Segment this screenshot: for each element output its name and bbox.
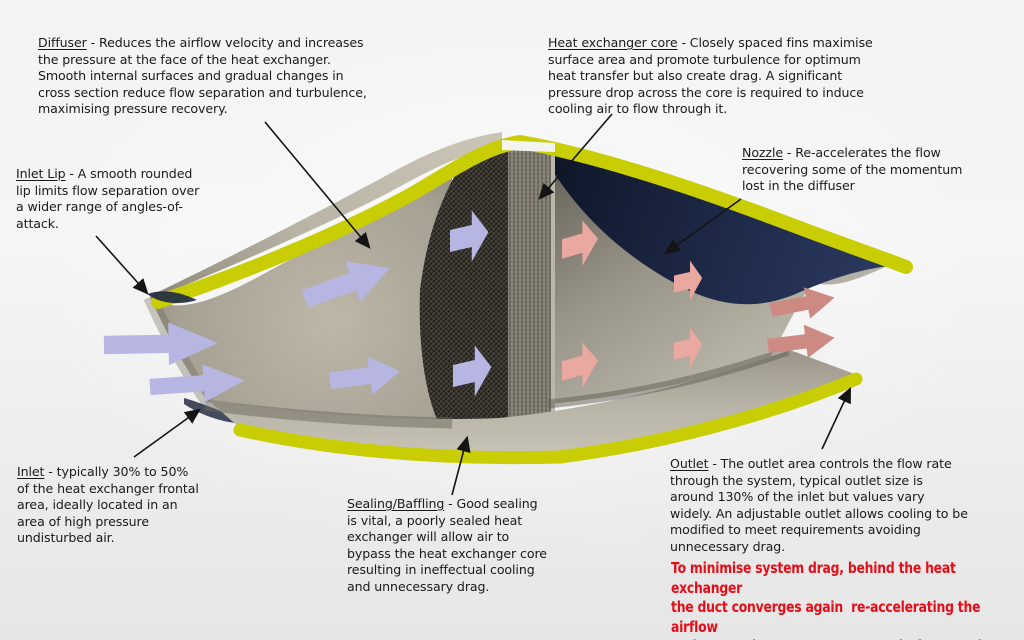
nozzle-leader-line: [664, 198, 742, 255]
core-front-face: [508, 148, 551, 451]
annotation-inlet-lip-body: - A smooth rounded lip limits flow separ…: [16, 166, 200, 231]
lower-skin-yellow: [233, 372, 863, 465]
annotation-core-term: Heat exchanger core: [548, 35, 678, 50]
annotation-inlet-body: - typically 30% to 50% of the heat excha…: [17, 464, 199, 546]
sealing-leader-line: [451, 435, 471, 496]
annotation-nozzle-term: Nozzle: [742, 145, 783, 160]
annotation-outlet: Outlet - The outlet area controls the fl…: [670, 456, 1022, 556]
floor-shadow-right: [547, 346, 790, 409]
inlet-lip-leader-line: [95, 235, 149, 295]
annotation-outlet-term: Outlet: [670, 456, 709, 471]
annotation-inlet-lip: Inlet Lip - A smooth rounded lip limits …: [16, 166, 242, 232]
system-drag-note-text: To minimise system drag, behind the heat…: [671, 559, 999, 640]
annotation-diffuser-term: Diffuser: [38, 35, 87, 50]
annotation-core-body: - Closely spaced fins maximise surface a…: [548, 35, 873, 117]
core-top-highlight-over: [502, 140, 555, 152]
annotation-sealing-baffling: Sealing/Baffling - Good sealing is vital…: [347, 496, 587, 596]
lower-duct-wall: [204, 346, 863, 465]
core-leader-line: [538, 113, 613, 200]
annotation-outlet-body: - The outlet area controls the flow rate…: [670, 456, 968, 554]
annotation-heat-exchanger-core: Heat exchanger core - Closely spaced fin…: [548, 35, 928, 118]
annotation-nozzle-body: - Re-accelerates the flow recovering som…: [742, 145, 963, 194]
annotation-inlet-lip-term: Inlet Lip: [16, 166, 66, 181]
inlet-leader-line: [133, 408, 201, 458]
annotation-inlet-term: Inlet: [17, 464, 45, 479]
leader-lines: [95, 113, 852, 496]
outlet-leader-line: [821, 386, 852, 450]
core-right-edge: [551, 151, 555, 448]
annotation-inlet: Inlet - typically 30% to 50% of the heat…: [17, 464, 247, 547]
annotation-nozzle: Nozzle - Re-accelerates the flow recover…: [742, 145, 1008, 195]
diffuser-leader-line: [264, 121, 371, 249]
annotation-diffuser-body: - Reduces the airflow velocity and incre…: [38, 35, 367, 117]
upper-duct-wall: [150, 132, 502, 299]
upper-lip-shadow: [147, 291, 197, 304]
system-drag-note: To minimise system drag, behind the heat…: [671, 559, 1023, 640]
annotation-diffuser: Diffuser - Reduces the airflow velocity …: [38, 35, 416, 118]
annotation-sealing-term: Sealing/Baffling: [347, 496, 445, 511]
annotation-sealing-body: - Good sealing is vital, a poorly sealed…: [347, 496, 547, 594]
upper-inner-shadow: [540, 147, 897, 305]
floor-shadow-left: [204, 399, 453, 429]
